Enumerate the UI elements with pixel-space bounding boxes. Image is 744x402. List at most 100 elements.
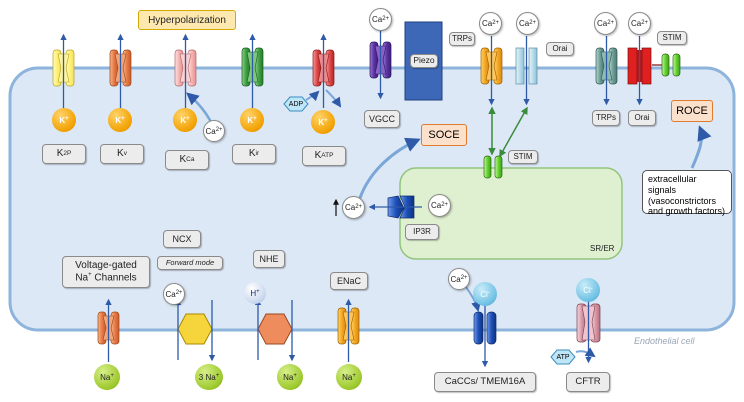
- ion-symbol: K: [59, 115, 66, 125]
- ion-symbol: K: [115, 115, 122, 125]
- ion-charge: +: [293, 373, 297, 379]
- ion-charge: 2+: [492, 19, 500, 26]
- hyperpolarization-label: Hyperpolarization: [138, 10, 236, 30]
- vg-channels-word: Channels: [94, 272, 137, 284]
- ion-symbol: H: [250, 288, 257, 298]
- ion-charge: 2+: [441, 201, 449, 208]
- vg-line-1: Voltage-gated: [75, 260, 137, 272]
- extracellular-signals-note: extracellular signals (vasoconstrictors …: [642, 170, 732, 216]
- sr-er-label: SR/ER: [590, 244, 615, 253]
- ncx-label: NCX: [163, 230, 201, 248]
- atp-label: ATP: [556, 353, 570, 361]
- nhe-exchanger-icon: [257, 313, 293, 345]
- adp-hexagon: [283, 96, 309, 112]
- trps-channel-icon-top: [480, 47, 503, 85]
- ion-symbol: Ca: [481, 19, 493, 28]
- label-sub: 2P: [63, 150, 72, 158]
- three-na-ion-ncx: 3 Na+: [195, 364, 223, 390]
- ion-symbol: Na: [342, 372, 353, 382]
- ion-charge: +: [352, 373, 356, 379]
- ion-charge: +: [256, 289, 260, 295]
- signals-to-roce-arrow: [690, 125, 712, 169]
- k-ion-4: K+: [240, 108, 264, 132]
- endothelial-cell-label: Endothelial cell: [634, 336, 695, 346]
- ion-charge: +: [65, 116, 69, 122]
- ion-symbol: Ca: [430, 201, 442, 210]
- ion-symbol: Ca: [205, 126, 216, 136]
- ion-charge: -: [590, 286, 593, 292]
- ion-symbol: Ca: [518, 19, 530, 28]
- label-sub: ir: [255, 150, 260, 158]
- enac-channel-icon: [337, 307, 360, 345]
- note-line-2: (vasoconstrictors: [648, 195, 717, 206]
- ion-symbol: Ca: [630, 19, 642, 28]
- ion-symbol: Ca: [165, 289, 176, 299]
- trps-label-top: TRPs: [449, 32, 475, 46]
- ion-charge: 2+: [641, 19, 649, 26]
- orai-label-top: Orai: [546, 42, 574, 56]
- label-main: K: [248, 148, 256, 160]
- ion-charge: 2+: [529, 19, 537, 26]
- ion-charge: +: [253, 116, 257, 122]
- adp-to-katp-arrow: [305, 90, 320, 102]
- ion-charge: 2+: [215, 127, 223, 133]
- na-ion-vg: Na+: [94, 364, 120, 390]
- katp-channel-icon: [312, 49, 335, 87]
- nhe-label: NHE: [253, 250, 285, 268]
- stim-label-top: STIM: [657, 31, 687, 45]
- piezo-label: Piezo: [410, 54, 438, 68]
- cftr-label: CFTR: [566, 372, 610, 392]
- k-ion-1: K+: [52, 108, 76, 132]
- ca-to-soce-arrow: [358, 137, 421, 199]
- ion-symbol: K: [247, 115, 254, 125]
- note-line-1: extracellular signals: [648, 174, 697, 195]
- kca-channel-icon: [174, 49, 197, 87]
- ion-charge: +: [110, 373, 114, 379]
- soce-label: SOCE: [421, 124, 467, 146]
- na-ion-enac: Na+: [336, 364, 362, 390]
- ion-charge: 2+: [355, 203, 363, 210]
- trps-label-right: TRPs: [592, 110, 620, 126]
- ion-symbol: K: [318, 117, 325, 127]
- voltage-gated-na-label: Voltage-gated Na+ Channels: [62, 256, 150, 288]
- ion-symbol: K: [180, 115, 187, 125]
- k-ion-3: K+: [173, 108, 197, 132]
- ion-symbol: Ca: [450, 274, 461, 284]
- atp-hexagon: [550, 349, 576, 365]
- label-main: K: [179, 154, 187, 166]
- ncx-exchanger-icon: [177, 313, 213, 345]
- ion-charge: +: [324, 118, 328, 124]
- stim-orai-arrow: [499, 106, 528, 158]
- caccs-channel-icon: [473, 311, 497, 345]
- roce-label: ROCE: [671, 100, 713, 122]
- label-sub: ATP: [321, 152, 334, 160]
- ion-charge: 2+: [607, 19, 615, 26]
- label-main: K: [56, 148, 64, 160]
- ion-symbol: Na: [100, 372, 111, 382]
- ion-charge: +: [121, 116, 125, 122]
- k-ion-2: K+: [108, 108, 132, 132]
- enac-label: ENaC: [330, 272, 368, 290]
- ion-symbol: Ca: [371, 15, 383, 24]
- k2p-channel-icon: [52, 49, 75, 87]
- katp-arrow-out: [325, 89, 342, 108]
- orai-channel-icon-top: [515, 47, 538, 85]
- label-main: K: [117, 148, 124, 160]
- vg-line-2: Na+ Channels: [75, 272, 136, 284]
- ion-charge: 2+: [460, 275, 468, 281]
- ion-symbol: Ca: [344, 203, 356, 212]
- vg-na-charge: +: [88, 271, 92, 278]
